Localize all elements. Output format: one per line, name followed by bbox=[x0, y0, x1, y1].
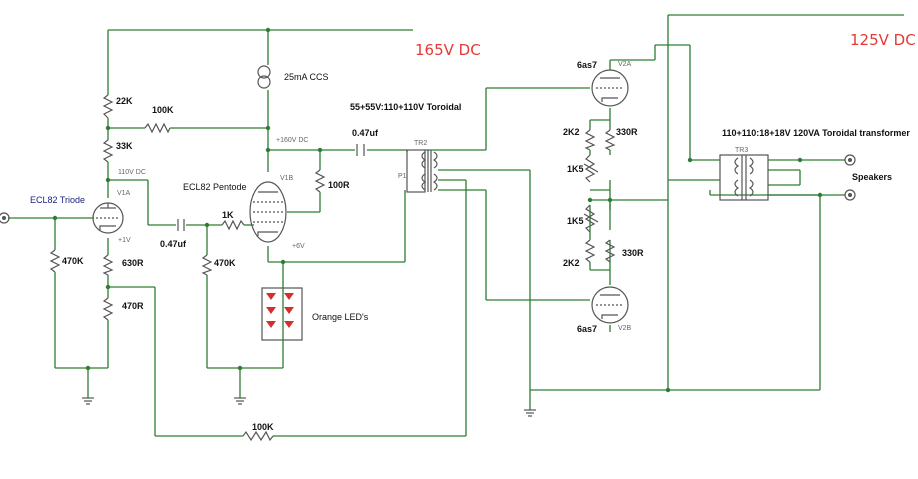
rail-label-165v: 165V DC bbox=[415, 41, 481, 59]
capacitors bbox=[177, 144, 365, 231]
r100r-label: 100R bbox=[328, 180, 350, 190]
led-string-icon bbox=[261, 287, 303, 341]
r630r-label: 630R bbox=[122, 258, 144, 268]
resistor-470k-grid bbox=[49, 249, 61, 273]
resistor-330r-top bbox=[604, 129, 616, 151]
triode-label: ECL82 Triode bbox=[30, 195, 85, 205]
r470k-grid-label: 470K bbox=[62, 256, 84, 266]
speaker-terminal-top-icon bbox=[844, 154, 856, 166]
r33k-label: 33K bbox=[116, 141, 133, 151]
resistor-470r bbox=[102, 297, 114, 321]
tr-interstage-label: 55+55V:110+110V Toroidal bbox=[350, 102, 461, 112]
triode-tube-icon bbox=[92, 202, 124, 234]
rail-label-125v: 125V DC bbox=[850, 31, 916, 49]
speaker-terminal-bottom-icon bbox=[844, 189, 856, 201]
v-pentode-plate-label: +160V DC bbox=[276, 137, 309, 144]
output-tube-bottom-icon bbox=[591, 286, 629, 324]
r1k-label: 1K bbox=[222, 210, 234, 220]
refdes-tr2: TR2 bbox=[414, 140, 427, 147]
resistor-1k5-top bbox=[584, 154, 596, 183]
resistor-1k bbox=[221, 219, 245, 231]
r1k5-bot-label: 1K5 bbox=[567, 216, 584, 226]
output-transformer-icon bbox=[719, 154, 769, 201]
resistor-2k2-bot bbox=[584, 239, 596, 263]
ccs-label: 25mA CCS bbox=[284, 72, 329, 82]
refdes-v1a: V1A bbox=[117, 190, 131, 197]
resistor-330r-bot bbox=[604, 239, 616, 263]
ground-icon bbox=[82, 397, 536, 417]
refdes-v2a: V2A bbox=[618, 61, 632, 68]
resistor-2k2-top bbox=[584, 129, 596, 151]
resistor-100r bbox=[314, 169, 326, 193]
tube-label-6as7-top: 6as7 bbox=[577, 60, 597, 70]
v-triode-plate-label: 110V DC bbox=[118, 169, 146, 176]
pentode-label: ECL82 Pentode bbox=[183, 182, 247, 192]
ccs-symbol bbox=[257, 65, 271, 89]
resistor-22k bbox=[102, 94, 114, 119]
r330r-bot-label: 330R bbox=[622, 248, 644, 258]
speakers-label: Speakers bbox=[852, 172, 892, 182]
junction-dots bbox=[52, 27, 823, 393]
r330r-top-label: 330R bbox=[616, 127, 638, 137]
output-tube-top-icon bbox=[591, 69, 629, 107]
wires bbox=[8, 14, 904, 437]
resistor-100k-bottom bbox=[242, 430, 274, 442]
refdes-v1b: V1B bbox=[280, 175, 294, 182]
r22k-label: 22K bbox=[116, 96, 133, 106]
resistor-630r bbox=[102, 254, 114, 276]
v-triode-cathode-label: +1V bbox=[118, 237, 131, 244]
input-jack-icon bbox=[0, 212, 10, 224]
pentode-tube-icon bbox=[249, 181, 287, 243]
tube-label-6as7-bottom: 6as7 bbox=[577, 324, 597, 334]
interstage-transformer-icon bbox=[406, 149, 438, 193]
resistor-100k-fb bbox=[144, 122, 171, 134]
v-pentode-cathode-label: +6V bbox=[292, 243, 305, 250]
r470r-label: 470R bbox=[122, 301, 144, 311]
r2k2-bot-label: 2K2 bbox=[563, 258, 580, 268]
refdes-p1: P1 bbox=[398, 173, 407, 180]
led-label: Orange LED's bbox=[312, 312, 369, 322]
cap-c1-label: 0.47uf bbox=[160, 239, 187, 249]
tr-output-label: 110+110:18+18V 120VA Toroidal transforme… bbox=[722, 128, 910, 138]
resistor-1k5-bot bbox=[584, 204, 596, 233]
resistor-470k-pentode bbox=[201, 254, 213, 276]
resistors bbox=[49, 94, 616, 442]
refdes-tr3: TR3 bbox=[735, 147, 748, 154]
cap-c2-label: 0.47uf bbox=[352, 128, 379, 138]
r1k5-top-label: 1K5 bbox=[567, 164, 584, 174]
r100k-fb-label: 100K bbox=[152, 105, 174, 115]
r100k-bottom-label: 100K bbox=[252, 422, 274, 432]
r2k2-top-label: 2K2 bbox=[563, 127, 580, 137]
r470k-pentode-label: 470K bbox=[214, 258, 236, 268]
resistor-33k bbox=[102, 139, 114, 163]
refdes-v2b: V2B bbox=[618, 325, 632, 332]
